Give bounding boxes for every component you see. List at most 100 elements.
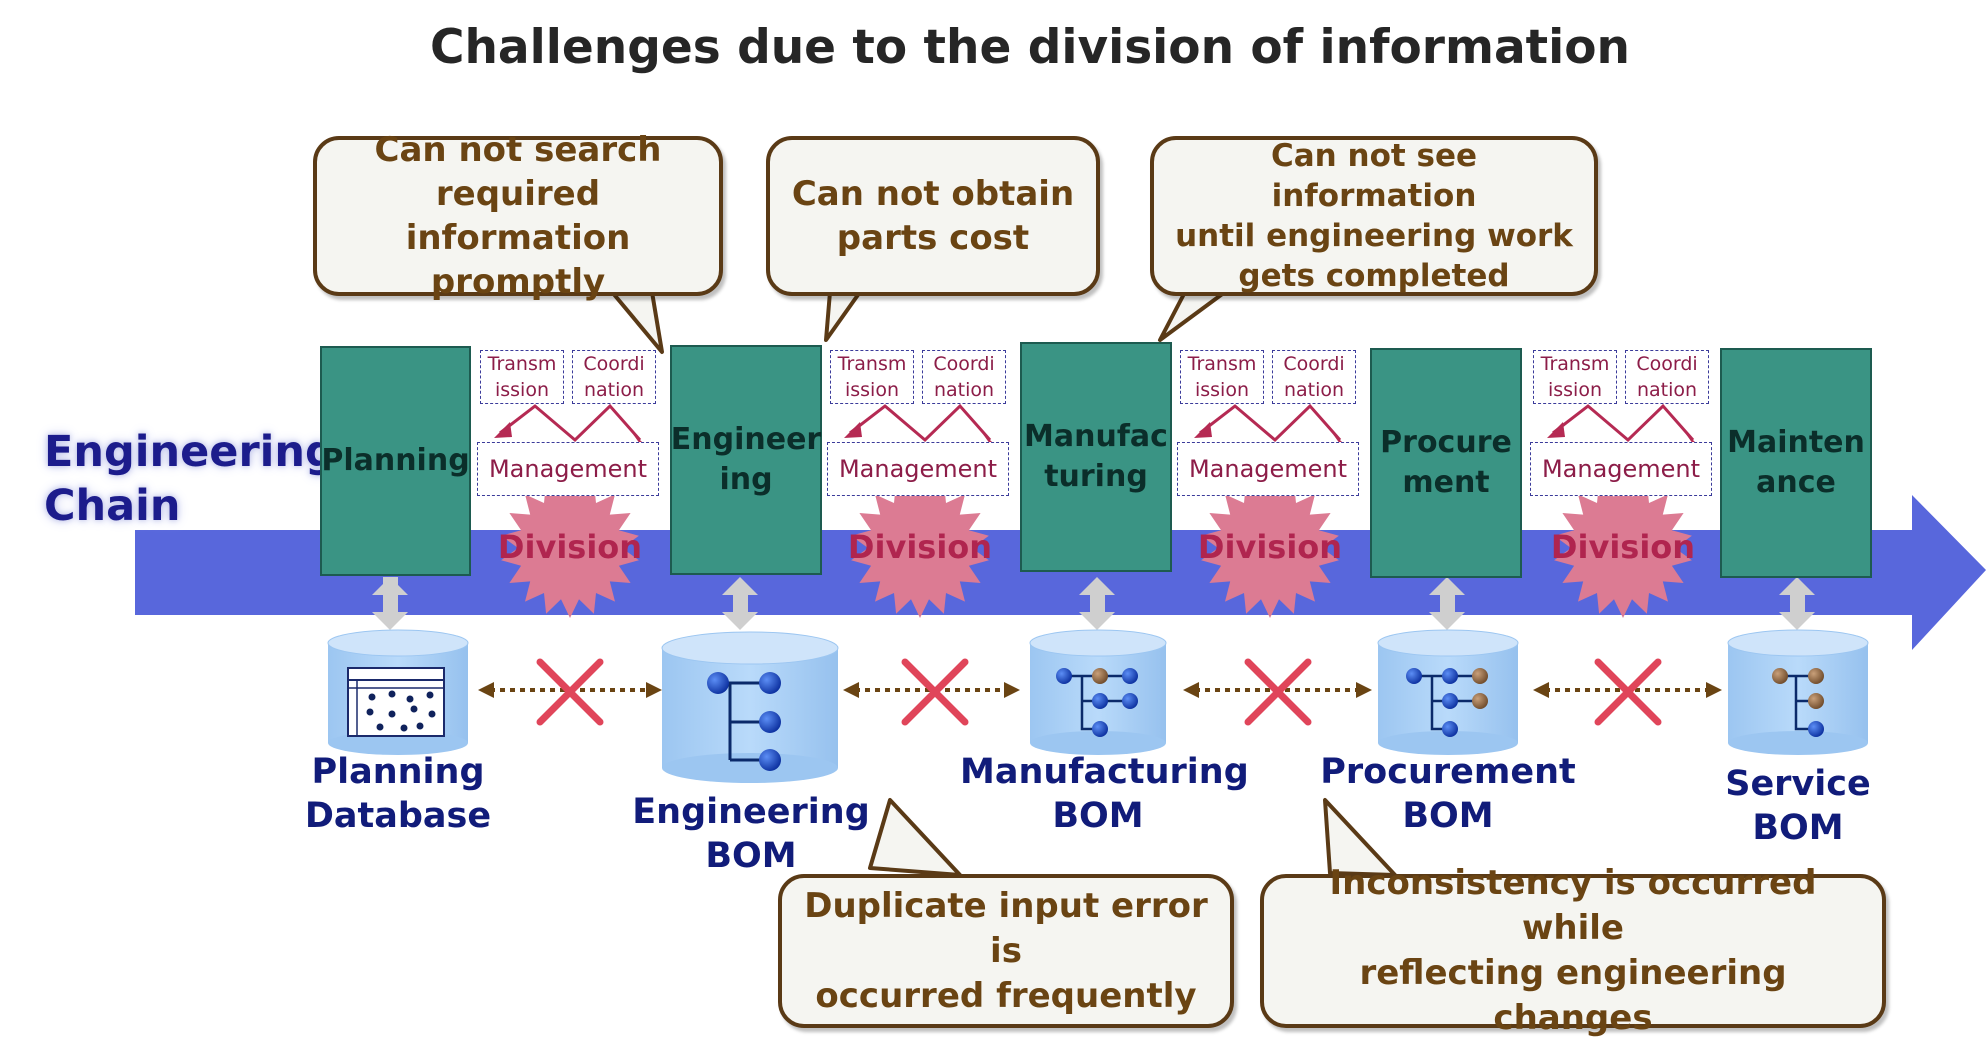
callout-line: gets completed (1238, 258, 1510, 294)
engineering-bom-cylinder (661, 631, 839, 783)
diagram-title: Challenges due to the division of inform… (429, 20, 1630, 75)
zigzag-arrow (849, 403, 992, 443)
callout-line: Duplicate input error is (804, 885, 1208, 971)
callout-tails (610, 290, 1397, 877)
division-label: Division (497, 528, 643, 566)
division-burst (501, 478, 639, 618)
stage-label: Manufac (1024, 419, 1168, 454)
callout-line: Can not search (374, 130, 662, 170)
cross-icon (901, 658, 969, 726)
db-label-line: BOM (1402, 796, 1494, 836)
stage-label: Mainten (1727, 425, 1865, 460)
transmission-label: Transm (1540, 353, 1610, 375)
double-arrow-icon (1079, 577, 1115, 630)
transmission-label: ission (494, 379, 550, 401)
callout-line: Can not see information (1270, 138, 1477, 214)
stage-label: turing (1044, 459, 1148, 494)
db-label-line: BOM (1052, 796, 1144, 836)
coordination-label: Coordi (1283, 353, 1345, 375)
callout-line: occurred frequently (815, 975, 1197, 1016)
coordination-box: Coordi nation (922, 350, 1006, 404)
transmission-box: Transm ission (1180, 350, 1264, 404)
chain-label-line1: Engineering (44, 427, 336, 477)
zigzag-arrow (1199, 403, 1342, 443)
cross-icon (1594, 658, 1662, 726)
division-label: Division (1197, 528, 1343, 566)
stage-label: ment (1402, 465, 1490, 500)
stage-maintenance: Mainten ance (1720, 348, 1872, 578)
management-label: Management (1188, 455, 1348, 483)
planning-database-cylinder (327, 629, 469, 755)
callout-line: parts cost (836, 218, 1030, 258)
procurement-bom-cylinder (1377, 629, 1519, 755)
zigzag-arrows (499, 403, 1695, 443)
coordination-box: Coordi nation (1272, 350, 1356, 404)
management-label: Management (488, 455, 648, 483)
db-label-line: Manufacturing (960, 752, 1249, 792)
zigzag-arrow (1552, 403, 1695, 443)
management-box: Management (1530, 442, 1712, 496)
coordination-label: Coordi (933, 353, 995, 375)
management-box: Management (1177, 442, 1359, 496)
transmission-label: ission (1194, 379, 1250, 401)
chain-label-line2: Chain (44, 481, 181, 531)
coordination-label: Coordi (583, 353, 645, 375)
db-label-line: Service (1725, 764, 1871, 804)
coordination-label: nation (933, 379, 995, 401)
db-label-line: Engineering (632, 792, 870, 832)
db-label-line: Procurement (1320, 752, 1576, 792)
stage-planning: Planning (320, 346, 471, 576)
cross-icon (536, 658, 604, 726)
service-bom-cylinder (1727, 629, 1869, 755)
stage-label: ance (1756, 465, 1836, 500)
transmission-label: Transm (487, 353, 557, 375)
zigzag-arrow (499, 403, 642, 443)
stage-manufacturing: Manufac turing (1020, 342, 1172, 572)
transmission-label: Transm (1187, 353, 1257, 375)
division-label: Division (1550, 528, 1696, 566)
bom-tree-icon (707, 672, 781, 771)
callout-line: Inconsistency is occurred while (1329, 863, 1817, 948)
table-icon (347, 667, 445, 737)
double-arrow-icon (722, 577, 758, 630)
callout-line: until engineering work (1175, 218, 1573, 254)
stage-label: Planning (321, 443, 470, 478)
double-arrow-icon (372, 577, 408, 630)
stage-label: Engineer (670, 422, 822, 457)
division-burst (1554, 478, 1692, 618)
double-arrow-icon (1779, 577, 1815, 630)
transmission-box: Transm ission (1533, 350, 1617, 404)
division-burst (1201, 478, 1339, 618)
division-bursts (501, 478, 1692, 618)
double-arrow-icon (1429, 577, 1465, 630)
management-label: Management (1541, 455, 1701, 483)
callout-line: required information (405, 174, 631, 258)
transmission-label: ission (844, 379, 900, 401)
manufacturing-bom-cylinder (1029, 629, 1167, 755)
bom-tree-icon (1056, 668, 1138, 737)
management-box: Management (827, 442, 1009, 496)
coordination-label: nation (1283, 379, 1345, 401)
coordination-label: nation (583, 379, 645, 401)
coordination-label: nation (1636, 379, 1698, 401)
broken-connectors (478, 658, 1722, 726)
transmission-box: Transm ission (480, 350, 564, 404)
link-arrows (372, 577, 1815, 630)
db-label-line: BOM (1752, 808, 1844, 848)
transmission-label: ission (1547, 379, 1603, 401)
callout-line: Can not obtain (791, 174, 1075, 214)
